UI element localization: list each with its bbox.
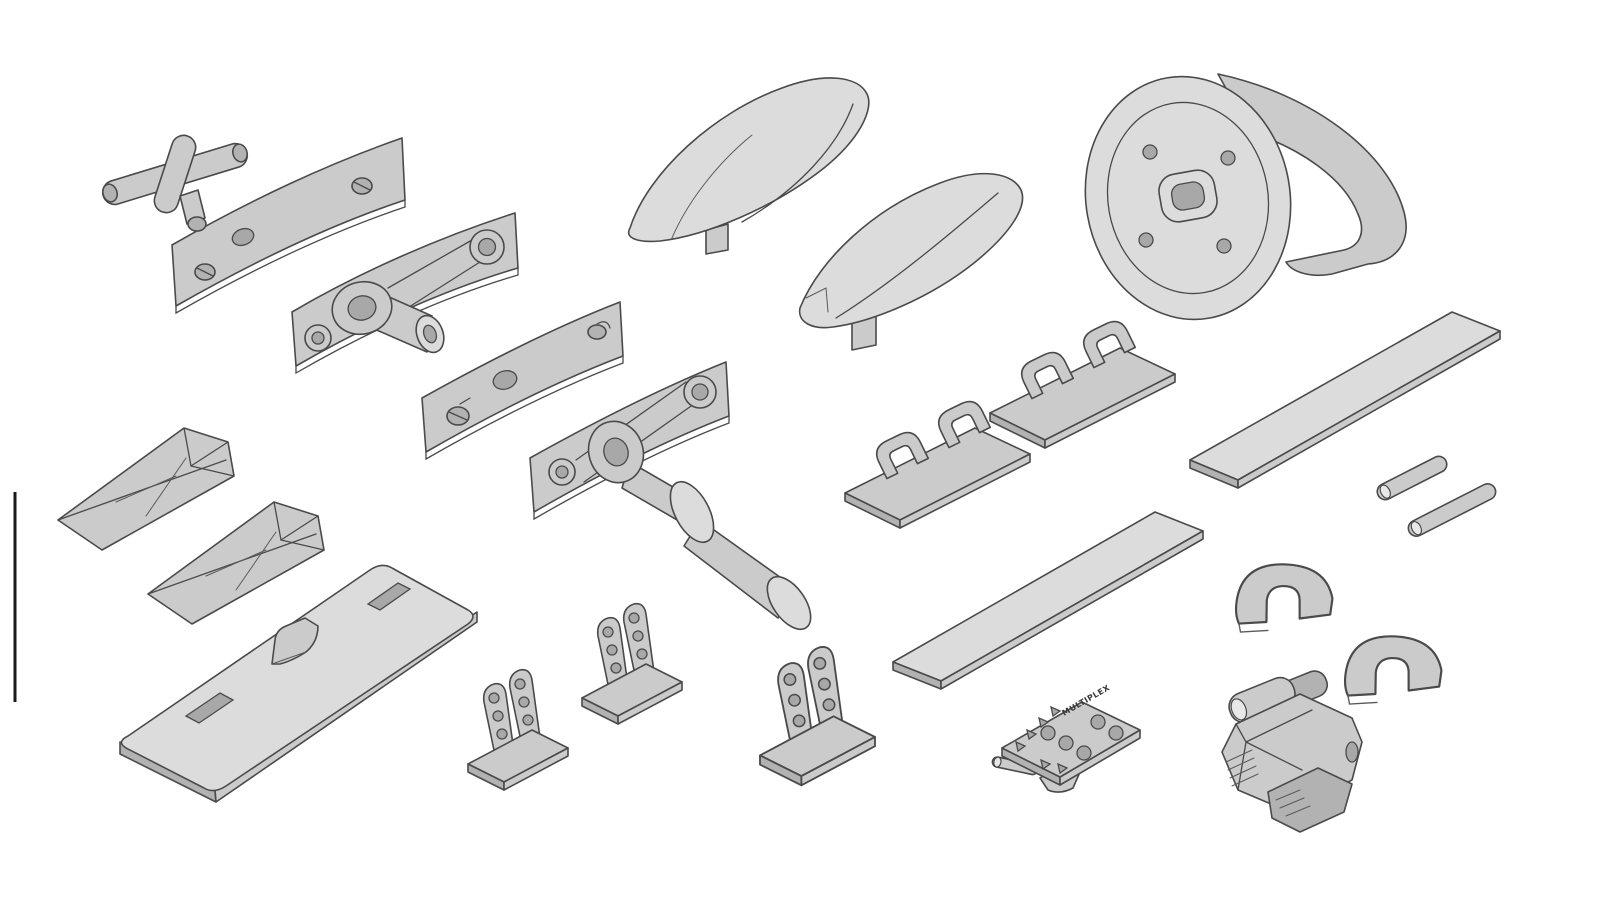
part-wing-skid-left	[57, 427, 235, 551]
part-torque-rod-assembly	[529, 361, 812, 631]
part-linkage-bellcrank-plate	[291, 212, 519, 375]
part-canopy-shell-large	[627, 77, 870, 255]
part-hinge-pin-long	[1407, 483, 1497, 537]
part-latch-saddle-clip-1	[844, 396, 1031, 529]
part-control-horn-plate: MULTIPLEX	[991, 683, 1141, 793]
part-clevis-keeper-2	[1340, 628, 1447, 718]
part-hinge-pin-short	[1376, 455, 1448, 501]
part-canopy-lock-clip-assembly	[101, 134, 406, 315]
part-spinner-backplate	[1084, 73, 1407, 321]
part-clevis-keeper-1	[1231, 556, 1338, 646]
part-flat-strip-long	[1189, 311, 1501, 489]
part-servo-mount-bracket-2	[581, 602, 683, 725]
part-flat-strip-short	[892, 511, 1204, 690]
part-servo-hatch-plate	[421, 301, 624, 461]
part-wing-skid-right	[147, 501, 325, 625]
part-servo-mount-bracket-1	[467, 668, 569, 791]
part-latch-saddle-clip-2	[989, 316, 1176, 449]
part-canopy-shell-small	[798, 172, 1024, 351]
part-motor-mount-clamp	[1221, 670, 1363, 833]
part-hatch-cover-plate	[119, 564, 478, 803]
part-servo-mount-bracket-3	[759, 646, 876, 787]
